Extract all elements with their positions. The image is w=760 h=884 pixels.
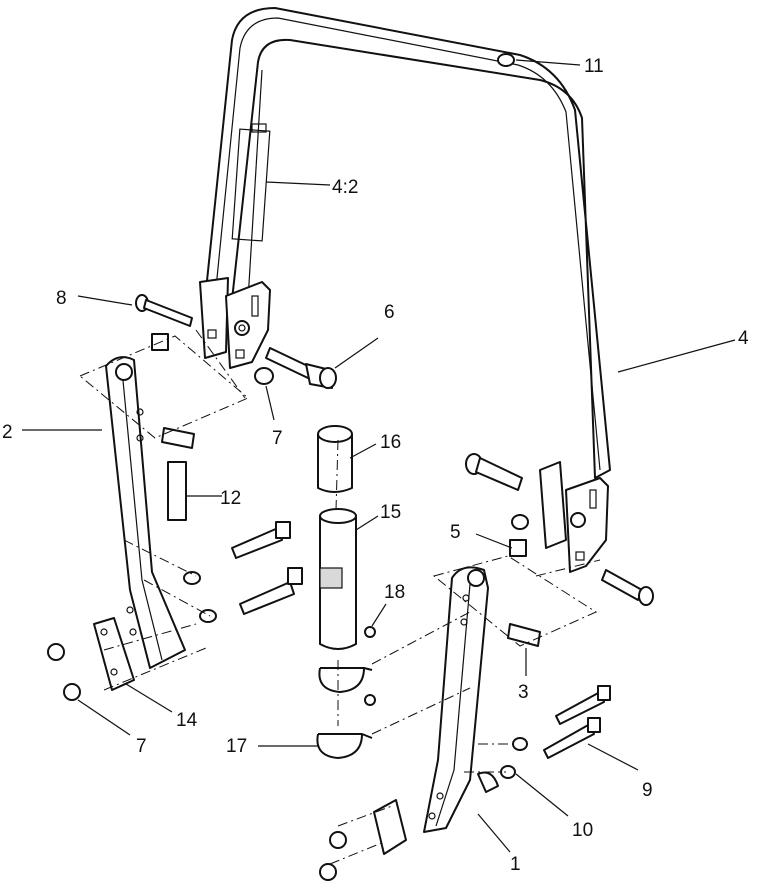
left-bracket-2 (105, 356, 186, 669)
callout-labels: 11 4:2 8 6 4 2 7 16 12 15 5 18 3 14 7 17… (2, 56, 749, 875)
bolt-8 (135, 294, 193, 327)
callout-14: 14 (176, 710, 198, 731)
callout-4: 4 (738, 328, 749, 349)
clamps-17 (316, 667, 373, 759)
callout-4-2: 4:2 (332, 177, 358, 198)
nut-right-lower-a (329, 831, 347, 849)
callout-16: 16 (380, 432, 401, 453)
roll-bar (204, 7, 611, 479)
callout-1: 1 (510, 854, 521, 875)
nut-right (511, 514, 529, 530)
screws-18 (364, 626, 376, 706)
callout-10: 10 (572, 820, 593, 841)
washer-11 (497, 53, 515, 67)
callout-9: 9 (642, 780, 653, 801)
callout-15: 15 (380, 502, 401, 523)
callout-8: 8 (56, 288, 67, 309)
clip-5-right (509, 539, 527, 557)
callout-3: 3 (518, 682, 529, 703)
spacer-3-right (507, 623, 541, 647)
left-clamp-plate-14 (47, 617, 135, 701)
callout-2: 2 (2, 422, 13, 443)
callout-17: 17 (226, 736, 247, 757)
callout-18: 18 (384, 582, 405, 603)
nut-7-left-a (47, 643, 65, 661)
left-bolts (183, 521, 303, 623)
callout-7-bottom: 7 (136, 736, 147, 757)
washer-10-a (512, 737, 528, 751)
sleeve-16 (317, 425, 353, 493)
spacer-3-left (161, 427, 195, 449)
callout-11: 11 (584, 56, 604, 77)
right-long-bolt (601, 569, 643, 601)
callout-6: 6 (384, 302, 395, 323)
decal-12 (167, 461, 187, 521)
right-bracket-1 (423, 566, 499, 833)
callout-12: 12 (220, 488, 241, 509)
callout-5: 5 (450, 522, 461, 543)
nut-right-lower-b (319, 863, 337, 881)
pin-6 (265, 347, 337, 389)
nut-7-top (254, 367, 274, 385)
right-pin (465, 453, 654, 606)
left-roll-bar-plates (199, 277, 271, 369)
nut-7-left-b (63, 683, 81, 701)
right-roll-bar-plates (539, 461, 609, 573)
right-lower-bolts (500, 685, 611, 779)
tube-15 (319, 508, 357, 650)
leader-lines (22, 59, 736, 853)
washer-10-b (500, 765, 516, 779)
right-clamp-plate (319, 799, 407, 881)
callout-7-top: 7 (272, 428, 283, 449)
alignment-lines (79, 329, 601, 865)
